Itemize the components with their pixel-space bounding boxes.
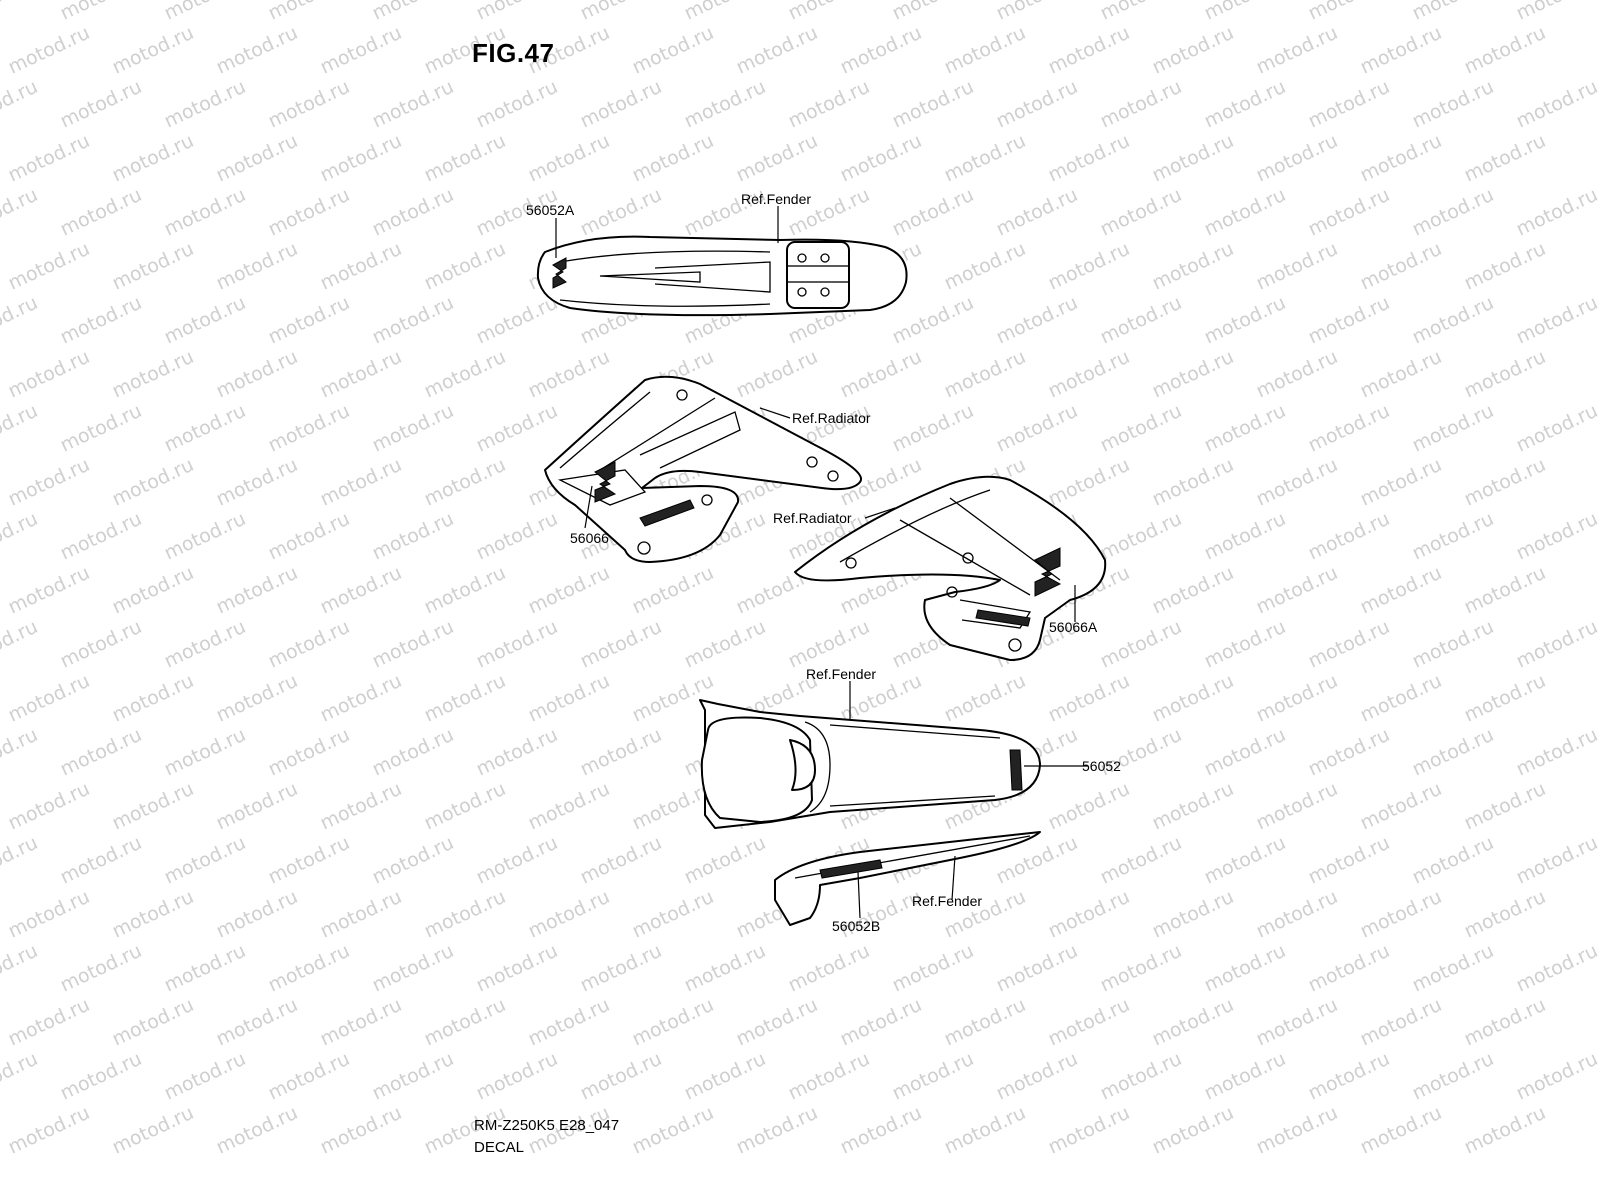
footer-section-name: DECAL — [474, 1139, 525, 1156]
ref-radiator-right-label: Ref.Radiator — [773, 510, 852, 526]
ref-radiator-left-label: Ref.Radiator — [792, 410, 871, 426]
figure-title: FIG.47 — [472, 38, 555, 68]
part-number-56052: 56052 — [1082, 758, 1121, 774]
part-number-56052A: 56052A — [526, 202, 575, 218]
leader-lines — [555, 206, 1088, 919]
footer-model-code: RM-Z250K5 E28_047 — [474, 1117, 620, 1134]
rear-side-cover-drawing — [774, 831, 1041, 926]
front-fender-drawing — [536, 235, 908, 317]
ref-fender-front-label: Ref.Fender — [741, 191, 812, 207]
ref-fender-rear-label: Ref.Fender — [806, 666, 877, 682]
part-number-56066A: 56066A — [1049, 619, 1098, 635]
part-number-56066: 56066 — [570, 530, 609, 546]
left-radiator-shroud-drawing — [544, 375, 863, 563]
right-radiator-shroud-drawing — [794, 475, 1107, 661]
ref-fender-side-label: Ref.Fender — [912, 893, 983, 909]
part-number-56052B: 56052B — [832, 918, 881, 934]
rear-fender-drawing — [699, 699, 1041, 829]
